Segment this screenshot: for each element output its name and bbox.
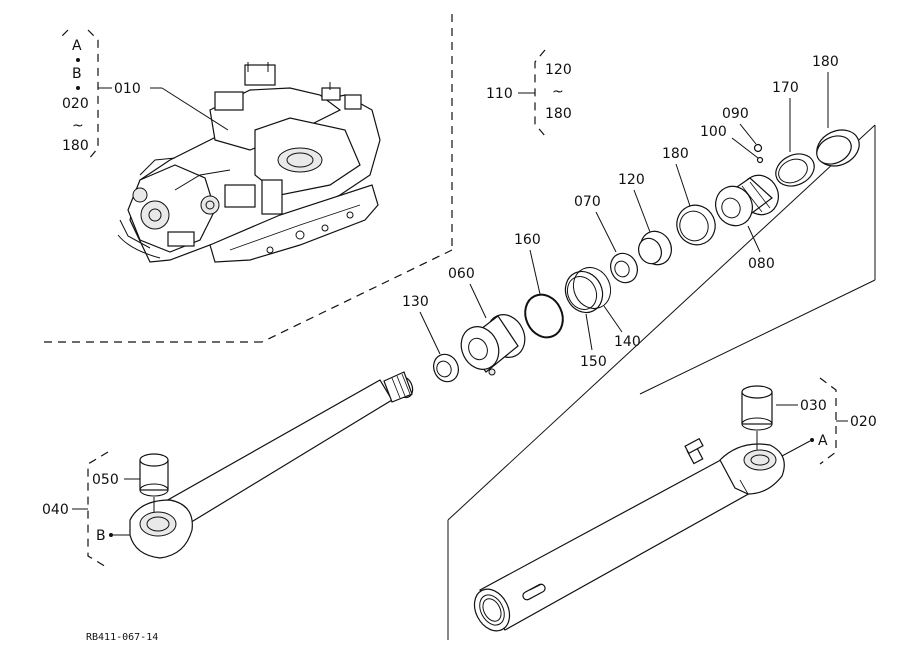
bullet-dot [76,58,80,62]
callout-140: 140 [614,334,641,350]
range-bracket [534,49,546,137]
group-020-bracket [819,377,837,465]
bullet-dot [76,86,80,90]
bullet-dot [109,533,113,537]
inset-range-from: 020 [62,96,89,112]
inset-bracket-left [59,29,69,39]
leader-line [747,225,761,253]
callout-160: 160 [514,232,541,248]
leader-line [633,189,651,233]
leader-line [469,283,487,319]
drawing-code: RB411-067-14 [86,632,158,643]
part-140-seal [572,267,612,309]
inset-letter-a: A [72,38,82,54]
inset-letter-b: B [72,66,82,82]
inset-range-to: 180 [62,138,89,154]
part-090-ball [753,143,763,153]
leader-line [529,249,541,295]
callout-070: 070 [574,194,601,210]
callout-180-top: 180 [812,54,839,70]
callout-040: 040 [42,502,69,518]
callout-080: 080 [748,256,775,272]
leader-line [603,305,623,333]
callout-020: 020 [850,414,877,430]
leader-line [675,163,691,207]
callout-150: 150 [580,354,607,370]
callout-120: 120 [618,172,645,188]
marker-a: A [818,433,828,449]
part-180-ring [816,129,860,167]
exploded-frame [447,124,876,640]
machine-frame-illustration [117,62,381,263]
callout-110: 110 [486,86,513,102]
inset-bracket [87,29,99,161]
callout-180-mid: 180 [662,146,689,162]
callout-100: 100 [700,124,727,140]
marker-b: B [96,528,106,544]
leader-line [739,123,757,145]
callout-170: 170 [772,80,799,96]
leader-line [781,440,811,457]
part-150-seal [564,270,604,314]
range-to: 180 [545,106,572,122]
part-020-cylinder-tube [473,437,785,632]
part-030-bushing [741,385,773,431]
part-170-ring [775,153,815,187]
part-180-wear-ring [676,204,716,246]
callout-050: 050 [92,472,119,488]
part-160-o-ring [524,293,564,339]
callout-030: 030 [800,398,827,414]
leader-line [585,313,593,351]
inset-range-tilde: ~ [72,118,84,134]
part-050-bushing [139,453,169,497]
callout-010: 010 [114,81,141,97]
callout-060: 060 [448,266,475,282]
leader-line [595,211,617,253]
inset-frame [40,14,453,343]
leader-line [419,311,441,355]
range-tilde: ~ [552,84,564,100]
part-120-bushing [638,230,672,266]
bullet-dot [810,438,814,442]
callout-130: 130 [402,294,429,310]
range-from: 120 [545,62,572,78]
part-070-spacer [610,252,638,284]
leader-line [161,87,229,131]
part-060-gland [460,314,526,376]
part-080-piston [715,174,779,227]
leader-line [731,137,759,159]
callout-090: 090 [722,106,749,122]
group-040-bracket [87,451,109,569]
part-100-pin [756,156,764,164]
part-040-piston-rod [129,371,414,559]
part-130-wiper [433,353,459,383]
